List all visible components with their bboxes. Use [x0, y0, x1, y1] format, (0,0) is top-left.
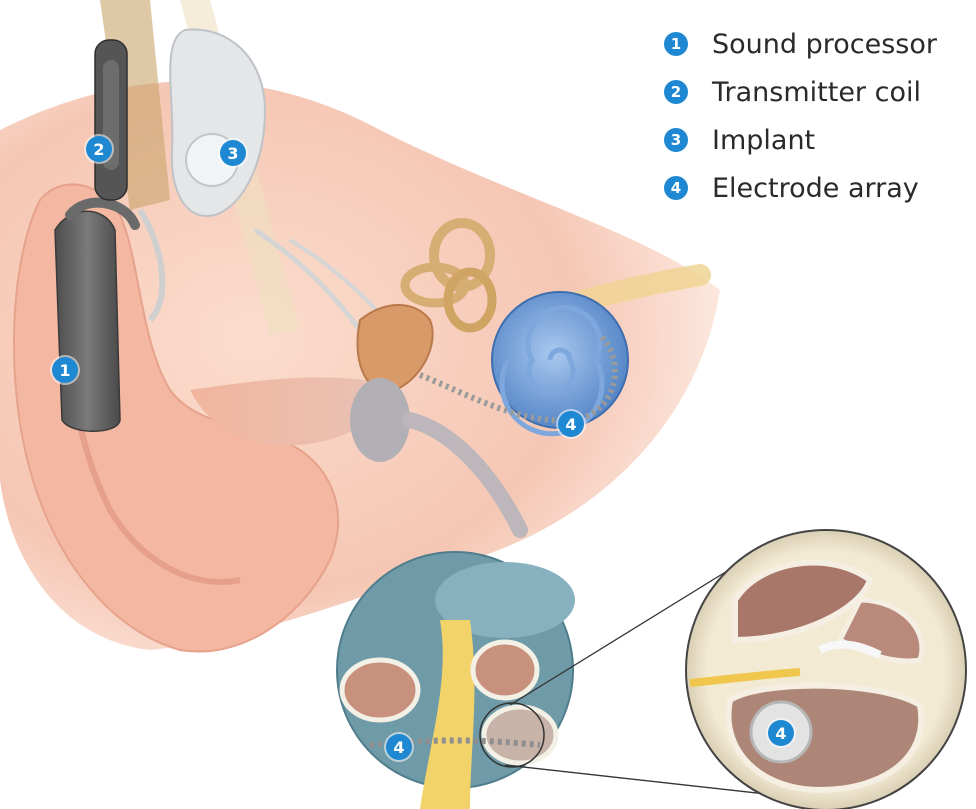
legend-item-transmitter-coil: 2 Transmitter coil: [664, 68, 937, 116]
callout-sound-processor: 1: [52, 357, 78, 383]
legend-label: Sound processor: [712, 29, 937, 60]
legend-label: Transmitter coil: [712, 77, 921, 108]
legend-item-implant: 3 Implant: [664, 116, 937, 164]
callout-electrode-array-zoom: 4: [768, 720, 794, 746]
legend-number: 4: [664, 176, 688, 200]
callout-transmitter-coil: 2: [86, 136, 112, 162]
legend-item-electrode-array: 4 Electrode array: [664, 164, 937, 212]
cochlea: [492, 292, 628, 428]
callout-electrode-array-section: 4: [386, 734, 412, 760]
legend-number: 2: [664, 80, 688, 104]
section-chamber-lower: [484, 707, 556, 763]
legend-label: Electrode array: [712, 173, 919, 204]
eardrum: [350, 378, 410, 462]
section-chamber-left: [342, 660, 418, 720]
callout-implant: 3: [220, 140, 246, 166]
legend-number: 1: [664, 32, 688, 56]
legend-label: Implant: [712, 125, 815, 156]
sound-processor: [55, 211, 120, 431]
legend-item-sound-processor: 1 Sound processor: [664, 20, 937, 68]
section-chamber-right: [473, 642, 537, 698]
callout-electrode-array: 4: [558, 411, 584, 437]
legend-number: 3: [664, 128, 688, 152]
legend: 1 Sound processor 2 Transmitter coil 3 I…: [664, 20, 937, 212]
